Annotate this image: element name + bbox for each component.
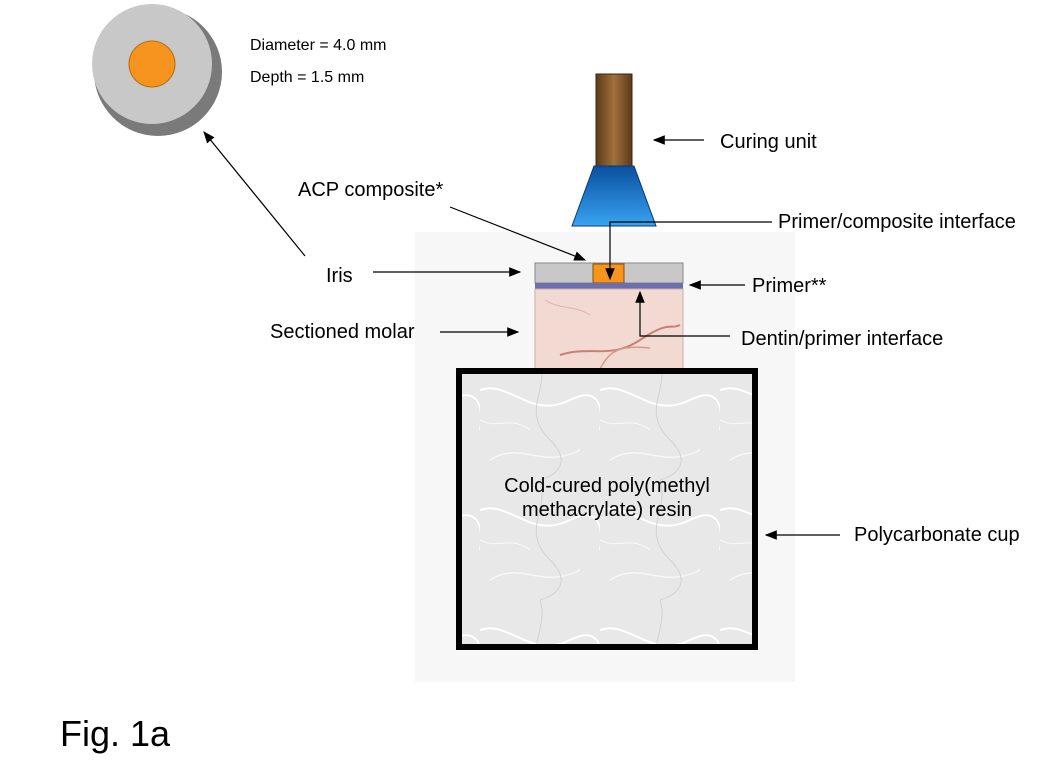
primer-label: Primer** (752, 275, 827, 297)
arrows (203, 131, 840, 540)
iris-detail-disk (92, 4, 222, 136)
polycarbonate-cup (456, 368, 758, 650)
sectioned-molar (534, 288, 684, 370)
resin-label: Cold-cured poly(methyl methacrylate) res… (462, 474, 752, 522)
arrow-primer-composite-interface (605, 221, 772, 281)
iris-label: Iris (326, 265, 353, 287)
polycarbonate-cup-label: Polycarbonate cup (854, 524, 1020, 546)
arrow-dentin-primer-interface (635, 290, 730, 337)
acp-composite-specimen (592, 263, 625, 284)
primer-layer (535, 283, 683, 289)
depth-label: Depth = 1.5 mm (250, 69, 365, 86)
resin-label-line-1: Cold-cured poly(methyl (504, 475, 710, 497)
arrow-acp-composite (449, 206, 587, 261)
curing-unit-label: Curing unit (720, 131, 817, 153)
sectioned-molar-label: Sectioned molar (270, 321, 415, 343)
arrow-iris-to-detail (203, 131, 306, 257)
resin-label-line-2: methacrylate) resin (521, 499, 693, 521)
curing-unit (571, 73, 657, 227)
acp-composite-label: ACP composite* (298, 179, 444, 201)
dentin-primer-interface-label: Dentin/primer interface (741, 328, 944, 350)
diameter-label: Diameter = 4.0 mm (250, 37, 387, 54)
figure-label: Fig. 1a (60, 713, 171, 754)
primer-composite-interface-label: Primer/composite interface (778, 211, 1016, 233)
